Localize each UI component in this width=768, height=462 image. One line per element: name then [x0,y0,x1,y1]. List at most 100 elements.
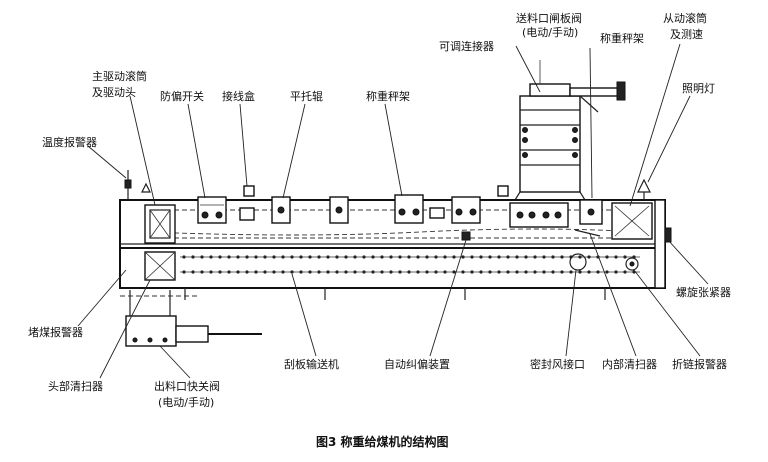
chain-link-dot [542,255,546,259]
chain-link-dot [218,270,222,274]
small-port [429,207,445,219]
chain-link-dot [605,270,609,274]
label-driven-drum-l2: 及测速 [670,28,703,41]
chain-link-dot [434,270,438,274]
chain-link-dot [281,270,285,274]
label-junction-box: 接线盒 [222,89,255,103]
feed-zone-windows [509,202,569,228]
chain-link-dot [299,270,303,274]
chain-link-dot [560,270,564,274]
chain-link-dot [587,270,591,274]
chain-link-dot [596,270,600,274]
chain-link-dot [281,255,285,259]
feed-inlet-assembly [514,60,626,201]
chain-link-dot [416,255,420,259]
chain-link-dot [434,255,438,259]
chain-link-dot [191,270,195,274]
chain-link-dot [191,255,195,259]
label-inner-cleaner: 内部清扫器 [602,357,657,371]
chain-link-dot [470,255,474,259]
chain-link-dot [560,255,564,259]
chain-link-dot [182,270,186,274]
label-lighting-lamp: 照明灯 [682,82,715,95]
chain-link-dot [488,270,492,274]
outlet-valve-body [175,325,209,343]
chain-link-dot [236,255,240,259]
gate-valve-motor [616,81,626,101]
chain-link-dot [452,270,456,274]
chain-link-dot [254,255,258,259]
label-adjustable-connector: 可调连接器 [439,40,494,53]
flat-idler-window [271,196,291,224]
chain-link-dot [344,270,348,274]
chain-link-dot [407,255,411,259]
chain-link-dot [317,255,321,259]
chain-link-dot [380,270,384,274]
chain-link-dot [335,270,339,274]
chain-link-dot [461,255,465,259]
chain-link-dot [326,270,330,274]
seal-air-inlet [569,253,587,271]
chain-link-dot [488,255,492,259]
leader-lines [77,43,709,379]
figure-caption: 图3 称重给煤机的结构图 [316,434,449,449]
chain-link-dot [398,270,402,274]
inspection-window-1 [197,196,227,224]
chain-link-dot [443,255,447,259]
chain-link-dot [236,270,240,274]
feed-gate-flange [529,83,571,97]
chain-link-dot [380,255,384,259]
chain-link-dot [623,255,627,259]
chain-link-dot [317,270,321,274]
chain-link-dot [362,270,366,274]
chain-link-dot [542,270,546,274]
label-head-cleaner: 头部清扫器 [48,379,103,393]
idler-window-2 [329,196,349,224]
chain-link-dot [416,270,420,274]
chain-link-dot [299,255,303,259]
chain-link-dot [524,255,528,259]
support-legs [184,288,606,300]
chain-link-dot [326,255,330,259]
chain-link-dot [524,270,528,274]
spiral-tensioner [625,227,672,271]
belt-lower-path [149,228,641,236]
left-lamp [141,182,151,193]
chain-link-dot [389,270,393,274]
chain-link-dot [425,270,429,274]
chain-link-dot [623,270,627,274]
chain-link-dot [263,255,267,259]
label-blockage-alarm: 堵煤报警器 [28,325,83,339]
chain-link-dot [443,270,447,274]
chain-link-dot [308,255,312,259]
weigh-frame-top-window [579,199,603,225]
chain-link-dot [218,255,222,259]
labels: 可调连接器 送料口闸板阀 (电动/手动) 称重秤架 从动滚筒 及测速 主驱动滚筒… [28,11,731,449]
label-feed-gate-valve-l1: 送料口闸板阀 [516,11,582,25]
feeder-main-body [119,170,672,347]
label-anti-deviation-switch: 防偏开关 [160,89,204,103]
chain-link-dot [425,255,429,259]
label-chain-break-alarm: 折链报警器 [672,357,727,371]
label-outlet-valve-l1: 出料口快关阀 [154,379,220,393]
outlet-chute [120,290,262,347]
chain-link-dot [551,255,555,259]
chain-link-dot [614,255,618,259]
feed-chute-body [519,95,581,193]
chain-link-dot [263,270,267,274]
label-spiral-tensioner: 螺旋张紧器 [676,285,731,299]
chain-link-dot [605,255,609,259]
chain-link-dot [335,255,339,259]
tail-drum-housing [611,202,653,240]
chain-link-dot [290,255,294,259]
label-main-drive-l2: 及驱动头 [92,86,136,99]
chain-link-dot [254,270,258,274]
chain-link-dot [470,270,474,274]
label-feed-gate-valve-l2: (电动/手动) [522,25,578,39]
chain-link-dot [506,270,510,274]
label-driven-drum-l1: 从动滚筒 [663,11,707,25]
scraper-chain-links [182,255,636,274]
label-temp-alarm: 温度报警器 [42,135,97,149]
chain-link-dot [227,270,231,274]
